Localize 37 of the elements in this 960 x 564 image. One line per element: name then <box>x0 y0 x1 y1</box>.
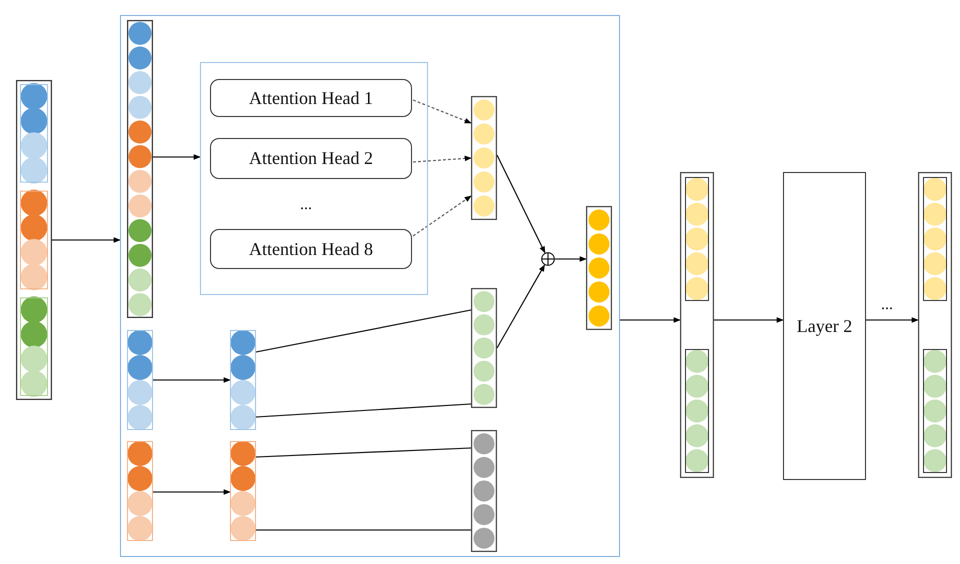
vector-bar <box>230 440 256 540</box>
vector-bar <box>470 430 496 552</box>
arrow <box>153 489 231 495</box>
vector-bar <box>230 330 256 430</box>
vector-bar <box>470 96 496 220</box>
arrow <box>496 264 545 348</box>
arrow <box>620 317 681 323</box>
vector-bar <box>126 20 152 318</box>
attention-head-box: Attention Head 8 <box>210 229 412 269</box>
vector-bar <box>126 440 152 540</box>
vector-bar <box>16 80 52 400</box>
vector-bar <box>680 172 714 478</box>
connector-line <box>256 529 471 531</box>
connector-line <box>256 403 472 418</box>
vector-bar <box>470 288 496 408</box>
layer-box: Layer 2 <box>783 172 866 480</box>
arrow <box>714 317 784 323</box>
arrow <box>153 154 201 160</box>
arrow <box>866 317 919 323</box>
attention-panel <box>200 62 428 294</box>
vector-bar <box>126 330 152 430</box>
connector-line <box>256 309 472 353</box>
vector-bar <box>586 206 612 330</box>
ellipsis-text: ... <box>300 196 312 214</box>
arrow <box>555 256 587 262</box>
dashed-arrow <box>412 99 472 124</box>
circled-plus-icon <box>540 252 554 266</box>
attention-head-box: Attention Head 2 <box>210 138 412 179</box>
arrow <box>52 237 121 243</box>
arrow <box>496 154 546 254</box>
attention-head-box: Attention Head 1 <box>210 79 412 117</box>
connector-line <box>256 447 472 458</box>
arrow <box>153 377 231 383</box>
vector-bar <box>918 172 952 478</box>
encoder-panel <box>120 15 620 557</box>
dashed-arrow <box>412 156 472 163</box>
dashed-arrow <box>412 196 472 236</box>
